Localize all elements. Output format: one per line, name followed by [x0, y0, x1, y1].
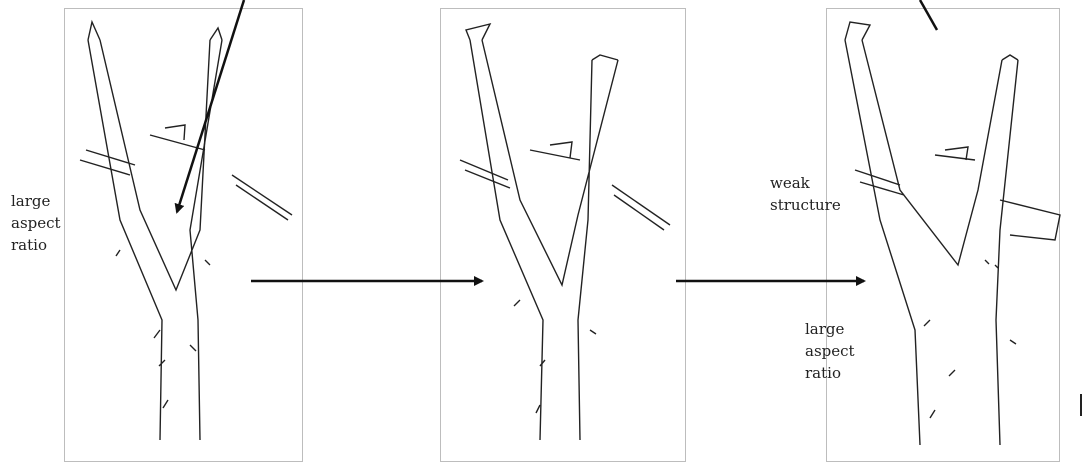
- label-weak-structure: weak structure: [770, 172, 841, 216]
- cropped-edge-mark: [1080, 394, 1082, 416]
- pointer-arrow-1: [177, 0, 244, 212]
- tree-sketch-1: [80, 22, 292, 440]
- label-large-aspect-ratio-right: large aspect ratio: [805, 318, 855, 384]
- label-line: large: [805, 318, 855, 340]
- label-line: ratio: [11, 234, 61, 256]
- label-large-aspect-ratio-left: large aspect ratio: [11, 190, 61, 256]
- label-line: structure: [770, 194, 841, 216]
- label-line: aspect: [805, 340, 855, 362]
- label-line: aspect: [11, 212, 61, 234]
- tree-sketch-3: [845, 22, 1060, 445]
- label-line: large: [11, 190, 61, 212]
- tree-sketch-2: [460, 24, 670, 440]
- pointer-line-2: [920, 0, 937, 30]
- label-line: weak: [770, 172, 841, 194]
- label-line: ratio: [805, 362, 855, 384]
